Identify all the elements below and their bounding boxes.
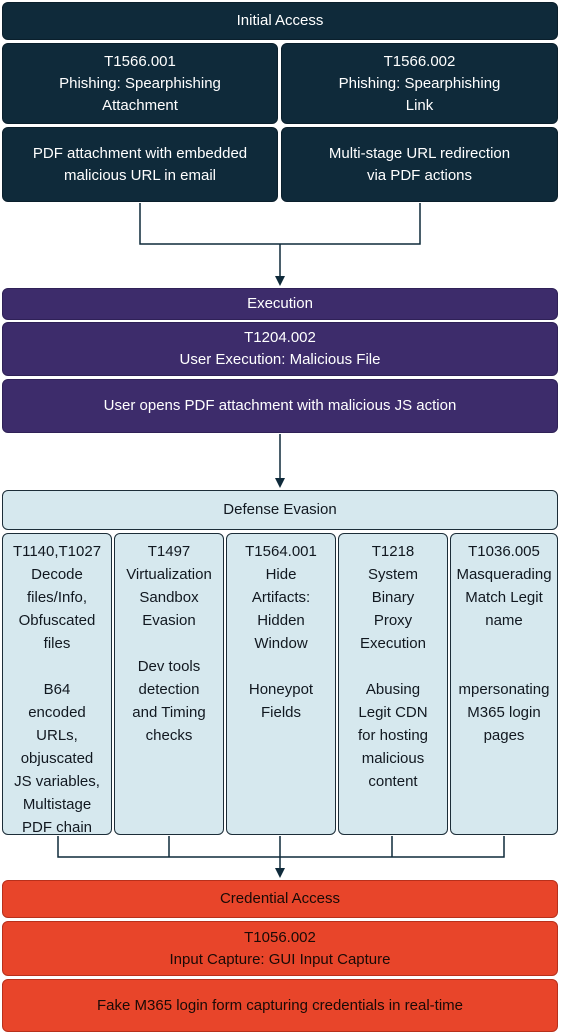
evasion-column-t1564-001-text: T1564.001 Hide Artifacts: Hidden Window …	[245, 543, 317, 721]
evasion-column-t1497: T1497 Virtualization Sandbox Evasion Dev…	[114, 533, 224, 835]
execution-header: Execution	[2, 288, 558, 320]
evasion-column-t1140-t1027: T1140,T1027 Decode files/Info, Obfuscate…	[2, 533, 112, 836]
technique-box-t1566-002: T1566.002 Phishing: Spearphishing Link	[281, 43, 558, 124]
detail-box-t1204-002: User opens PDF attachment with malicious…	[2, 379, 558, 433]
initial-access-header: Initial Access	[2, 2, 558, 40]
arrowhead-defense-evasion	[275, 478, 285, 488]
technique-box-t1204-002: T1204.002 User Execution: Malicious File	[2, 322, 558, 376]
detail-box-t1056-002: Fake M365 login form capturing credentia…	[2, 979, 558, 1032]
detail-t1204-002-text: User opens PDF attachment with malicious…	[103, 397, 457, 414]
credential-access-header: Credential Access	[2, 880, 558, 918]
defense-evasion-drops	[168, 836, 393, 857]
detail-box-t1566-001: PDF attachment with embedded malicious U…	[2, 127, 278, 202]
defense-evasion-header: Defense Evasion	[2, 490, 558, 530]
technique-t1566-001-label: T1566.001 Phishing: Spearphishing Attach…	[59, 52, 221, 114]
defense-evasion-title: Defense Evasion	[223, 501, 337, 518]
arrowhead-execution	[275, 276, 285, 286]
technique-t1056-002-label: T1056.002 Input Capture: GUI Input Captu…	[169, 928, 391, 968]
evasion-column-t1140-t1027-text: T1140,T1027 Decode files/Info, Obfuscate…	[12, 543, 102, 836]
evasion-column-t1218-text: T1218 System Binary Proxy Execution Abus…	[357, 543, 429, 790]
detail-t1056-002-text: Fake M365 login form capturing credentia…	[97, 996, 463, 1014]
initial-access-merge-line	[139, 203, 421, 245]
technique-box-t1566-001: T1566.001 Phishing: Spearphishing Attach…	[2, 43, 278, 124]
credential-access-title: Credential Access	[219, 890, 341, 907]
technique-t1566-002-label: T1566.002 Phishing: Spearphishing Link	[338, 52, 501, 114]
evasion-column-t1564-001: T1564.001 Hide Artifacts: Hidden Window …	[226, 533, 336, 835]
detail-t1566-001-text: PDF attachment with embedded malicious U…	[32, 144, 248, 184]
evasion-column-t1218: T1218 System Binary Proxy Execution Abus…	[338, 533, 448, 835]
evasion-column-t1036-005: T1036.005 Masquerading Match Legit name …	[450, 533, 558, 835]
detail-t1566-002-text: Multi-stage URL redirection via PDF acti…	[328, 144, 511, 184]
technique-t1204-002-label: T1204.002 User Execution: Malicious File	[179, 329, 381, 368]
execution-title: Execution	[247, 295, 313, 312]
arrowhead-credential-access	[275, 868, 285, 878]
technique-box-t1056-002: T1056.002 Input Capture: GUI Input Captu…	[2, 921, 558, 976]
evasion-column-t1497-text: T1497 Virtualization Sandbox Evasion Dev…	[126, 543, 212, 744]
detail-box-t1566-002: Multi-stage URL redirection via PDF acti…	[281, 127, 558, 202]
defense-evasion-merge-line	[57, 836, 505, 858]
initial-access-title: Initial Access	[236, 12, 324, 29]
evasion-column-t1036-005-text: T1036.005 Masquerading Match Legit name …	[456, 543, 552, 744]
